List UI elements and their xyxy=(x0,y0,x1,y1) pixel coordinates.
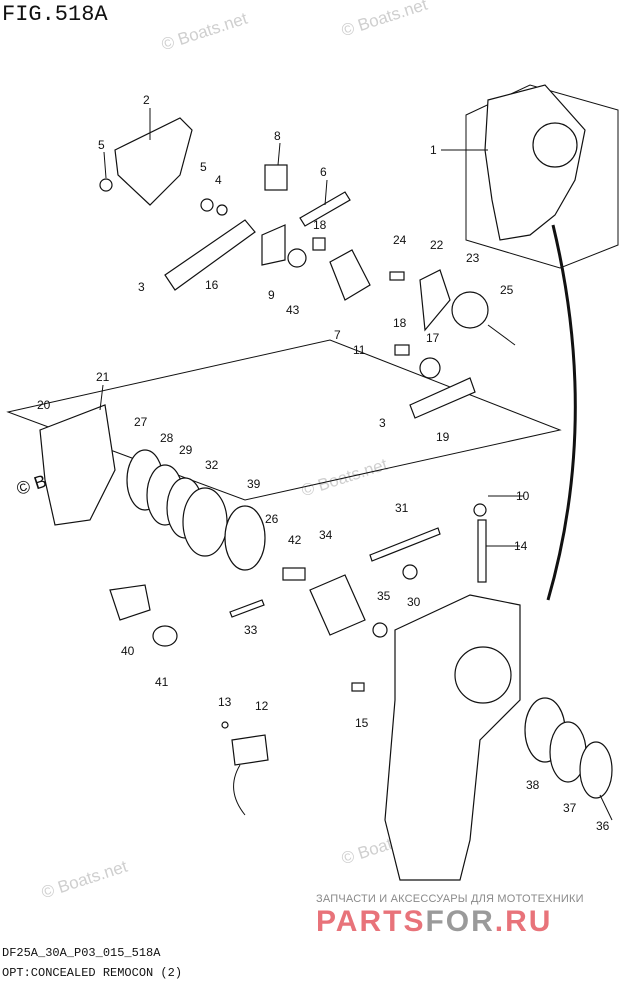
callout: 30 xyxy=(407,595,421,609)
part-6-shaft xyxy=(299,191,351,227)
part-5-ring xyxy=(99,178,113,192)
callout: 3 xyxy=(379,416,386,430)
callout: 23 xyxy=(466,251,480,265)
part-32-gear xyxy=(182,487,228,557)
part-1-knob xyxy=(532,122,578,168)
callout: 3 xyxy=(138,280,145,294)
callout: 35 xyxy=(377,589,391,603)
callout: 29 xyxy=(179,443,193,457)
logo-part: .RU xyxy=(494,905,553,938)
callout: 12 xyxy=(255,699,269,713)
part-25-spring xyxy=(487,324,516,346)
part-39-washer xyxy=(224,505,266,571)
housing xyxy=(384,594,521,881)
callout: 9 xyxy=(268,288,275,302)
callout: 27 xyxy=(134,415,148,429)
part-10-nut xyxy=(473,503,487,517)
callout: 11 xyxy=(353,343,366,357)
part-17-washer xyxy=(419,357,441,379)
part-34-motor xyxy=(309,574,366,636)
callout: 1 xyxy=(430,143,437,157)
callout: 37 xyxy=(563,801,577,815)
part-31-pin xyxy=(369,527,441,562)
part-8 xyxy=(264,164,288,191)
callout: 6 xyxy=(320,165,327,179)
part-40 xyxy=(109,584,151,621)
part-22 xyxy=(419,269,451,332)
callout: 36 xyxy=(596,819,610,833)
callout: 18 xyxy=(393,316,407,330)
callout: 28 xyxy=(160,431,174,445)
callout: 31 xyxy=(395,501,409,515)
callout: 24 xyxy=(393,233,407,247)
callout: 19 xyxy=(436,430,450,444)
inset-frame xyxy=(465,84,619,269)
logo-subtitle: ЗАПЧАСТИ И АКСЕССУАРЫ ДЛЯ МОТОТЕХНИКИ xyxy=(316,893,584,905)
part-24-screw xyxy=(389,271,405,281)
callout: 40 xyxy=(121,644,135,658)
arrow-curve xyxy=(546,224,577,601)
part-19-link xyxy=(409,377,476,419)
part-9 xyxy=(261,224,286,266)
part-43 xyxy=(287,248,307,268)
figure-caption: OPT:CONCEALED REMOCON (2) xyxy=(2,966,183,980)
part-41 xyxy=(152,625,178,647)
figure-code: DF25A_30A_P03_015_518A xyxy=(2,946,161,960)
part-36 xyxy=(579,741,613,799)
housing-bore xyxy=(454,646,512,704)
part-18-screw xyxy=(394,344,410,356)
part-5-ring xyxy=(200,198,214,212)
callout: 21 xyxy=(96,370,110,384)
callout: 41 xyxy=(155,675,169,689)
figure-title: FIG.518A xyxy=(2,2,108,27)
callout: 43 xyxy=(286,303,300,317)
logo: PARTSFOR.RU xyxy=(316,905,552,939)
part-18-screw xyxy=(312,237,326,251)
callout: 15 xyxy=(355,716,369,730)
part-30 xyxy=(402,564,418,580)
part-15-screw xyxy=(351,682,365,692)
part-12-switch xyxy=(231,734,269,766)
part-23 xyxy=(451,291,489,329)
callout: 7 xyxy=(334,328,341,342)
logo-part: FOR xyxy=(425,905,495,938)
callout: 25 xyxy=(500,283,514,297)
callout: 20 xyxy=(37,398,51,412)
callout: 32 xyxy=(205,458,219,472)
callout: 8 xyxy=(274,129,281,143)
callout: 22 xyxy=(430,238,444,252)
callout: 5 xyxy=(200,160,207,174)
callout: 5 xyxy=(98,138,105,152)
callout: 16 xyxy=(205,278,219,292)
callout: 13 xyxy=(218,695,232,709)
callout: 26 xyxy=(265,512,279,526)
callout: 4 xyxy=(215,173,222,187)
part-14-bolt xyxy=(477,519,487,583)
callout: 2 xyxy=(143,93,150,107)
logo-part: PARTS xyxy=(316,905,426,938)
callout: 38 xyxy=(526,778,540,792)
part-33-pin xyxy=(229,599,265,618)
callout: 14 xyxy=(514,539,528,553)
part-16-link xyxy=(164,219,256,291)
part-21-plate xyxy=(39,404,116,526)
callout: 17 xyxy=(426,331,440,345)
part-11-bracket xyxy=(329,249,371,301)
callout-labels: 2 5 5 4 8 6 1 18 24 22 23 25 3 16 9 43 7… xyxy=(37,93,610,833)
callout: 33 xyxy=(244,623,258,637)
part-12-wire xyxy=(233,764,246,816)
callout: 39 xyxy=(247,477,261,491)
part-1-remote-control xyxy=(484,84,586,241)
part-2-plate xyxy=(114,117,193,206)
part-42 xyxy=(282,567,306,581)
part-35 xyxy=(372,622,388,638)
part-13-screw xyxy=(221,721,229,729)
callout: 34 xyxy=(319,528,333,542)
callout: 18 xyxy=(313,218,327,232)
leader-lines xyxy=(99,108,613,821)
callout: 42 xyxy=(288,533,302,547)
part-4-washer xyxy=(216,204,228,216)
